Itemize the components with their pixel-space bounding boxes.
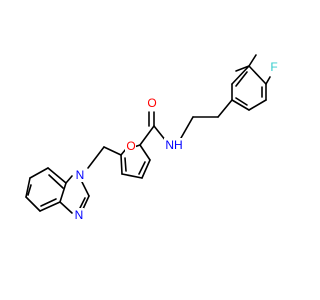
bond — [121, 173, 143, 179]
bond — [120, 154, 123, 175]
bond — [124, 157, 127, 172]
bond — [59, 182, 67, 203]
bond — [231, 99, 250, 111]
imidazole-n3-label: N — [75, 208, 84, 222]
carbonyl-oxygen-atom: O — [146, 96, 157, 110]
fluorine-atom-label: F — [270, 60, 277, 74]
bond — [48, 174, 64, 189]
furan-oxygen-label: O — [126, 139, 135, 153]
bond — [65, 175, 73, 184]
bond — [138, 161, 146, 175]
bond — [265, 76, 271, 85]
fluorine-atom: F — [268, 60, 278, 74]
bond — [25, 196, 41, 212]
bond — [139, 125, 155, 146]
bond — [180, 116, 194, 139]
bond — [47, 167, 67, 184]
bond — [40, 198, 57, 207]
bond — [217, 99, 233, 118]
molecule-diagram: F O NH O N N — [25, 54, 278, 222]
structure-drawing: F O NH O N N — [25, 54, 278, 222]
bond — [29, 167, 49, 179]
bond — [235, 65, 250, 72]
bond — [103, 146, 122, 156]
bond — [87, 146, 105, 169]
bond — [235, 97, 248, 106]
bond — [231, 65, 250, 85]
bond — [235, 71, 248, 87]
bond — [59, 201, 73, 214]
amide-nitrogen-label: NH — [165, 138, 182, 152]
bond — [82, 195, 90, 210]
bond — [39, 201, 61, 212]
bond — [79, 197, 86, 209]
amide-nitrogen-atom: NH — [164, 138, 184, 152]
bond — [81, 181, 90, 197]
bond — [248, 65, 267, 85]
bond — [139, 144, 151, 161]
imidazole-n3-atom: N — [73, 208, 84, 222]
furan-oxygen-atom: O — [125, 139, 136, 153]
carbonyl-oxygen-label: O — [147, 96, 156, 110]
bond — [141, 159, 151, 179]
imidazole-n1-atom: N — [74, 168, 85, 182]
bond — [248, 99, 267, 111]
bond — [248, 54, 257, 67]
imidazole-n1-label: N — [76, 168, 85, 182]
bond — [25, 177, 31, 198]
bond — [27, 184, 32, 196]
